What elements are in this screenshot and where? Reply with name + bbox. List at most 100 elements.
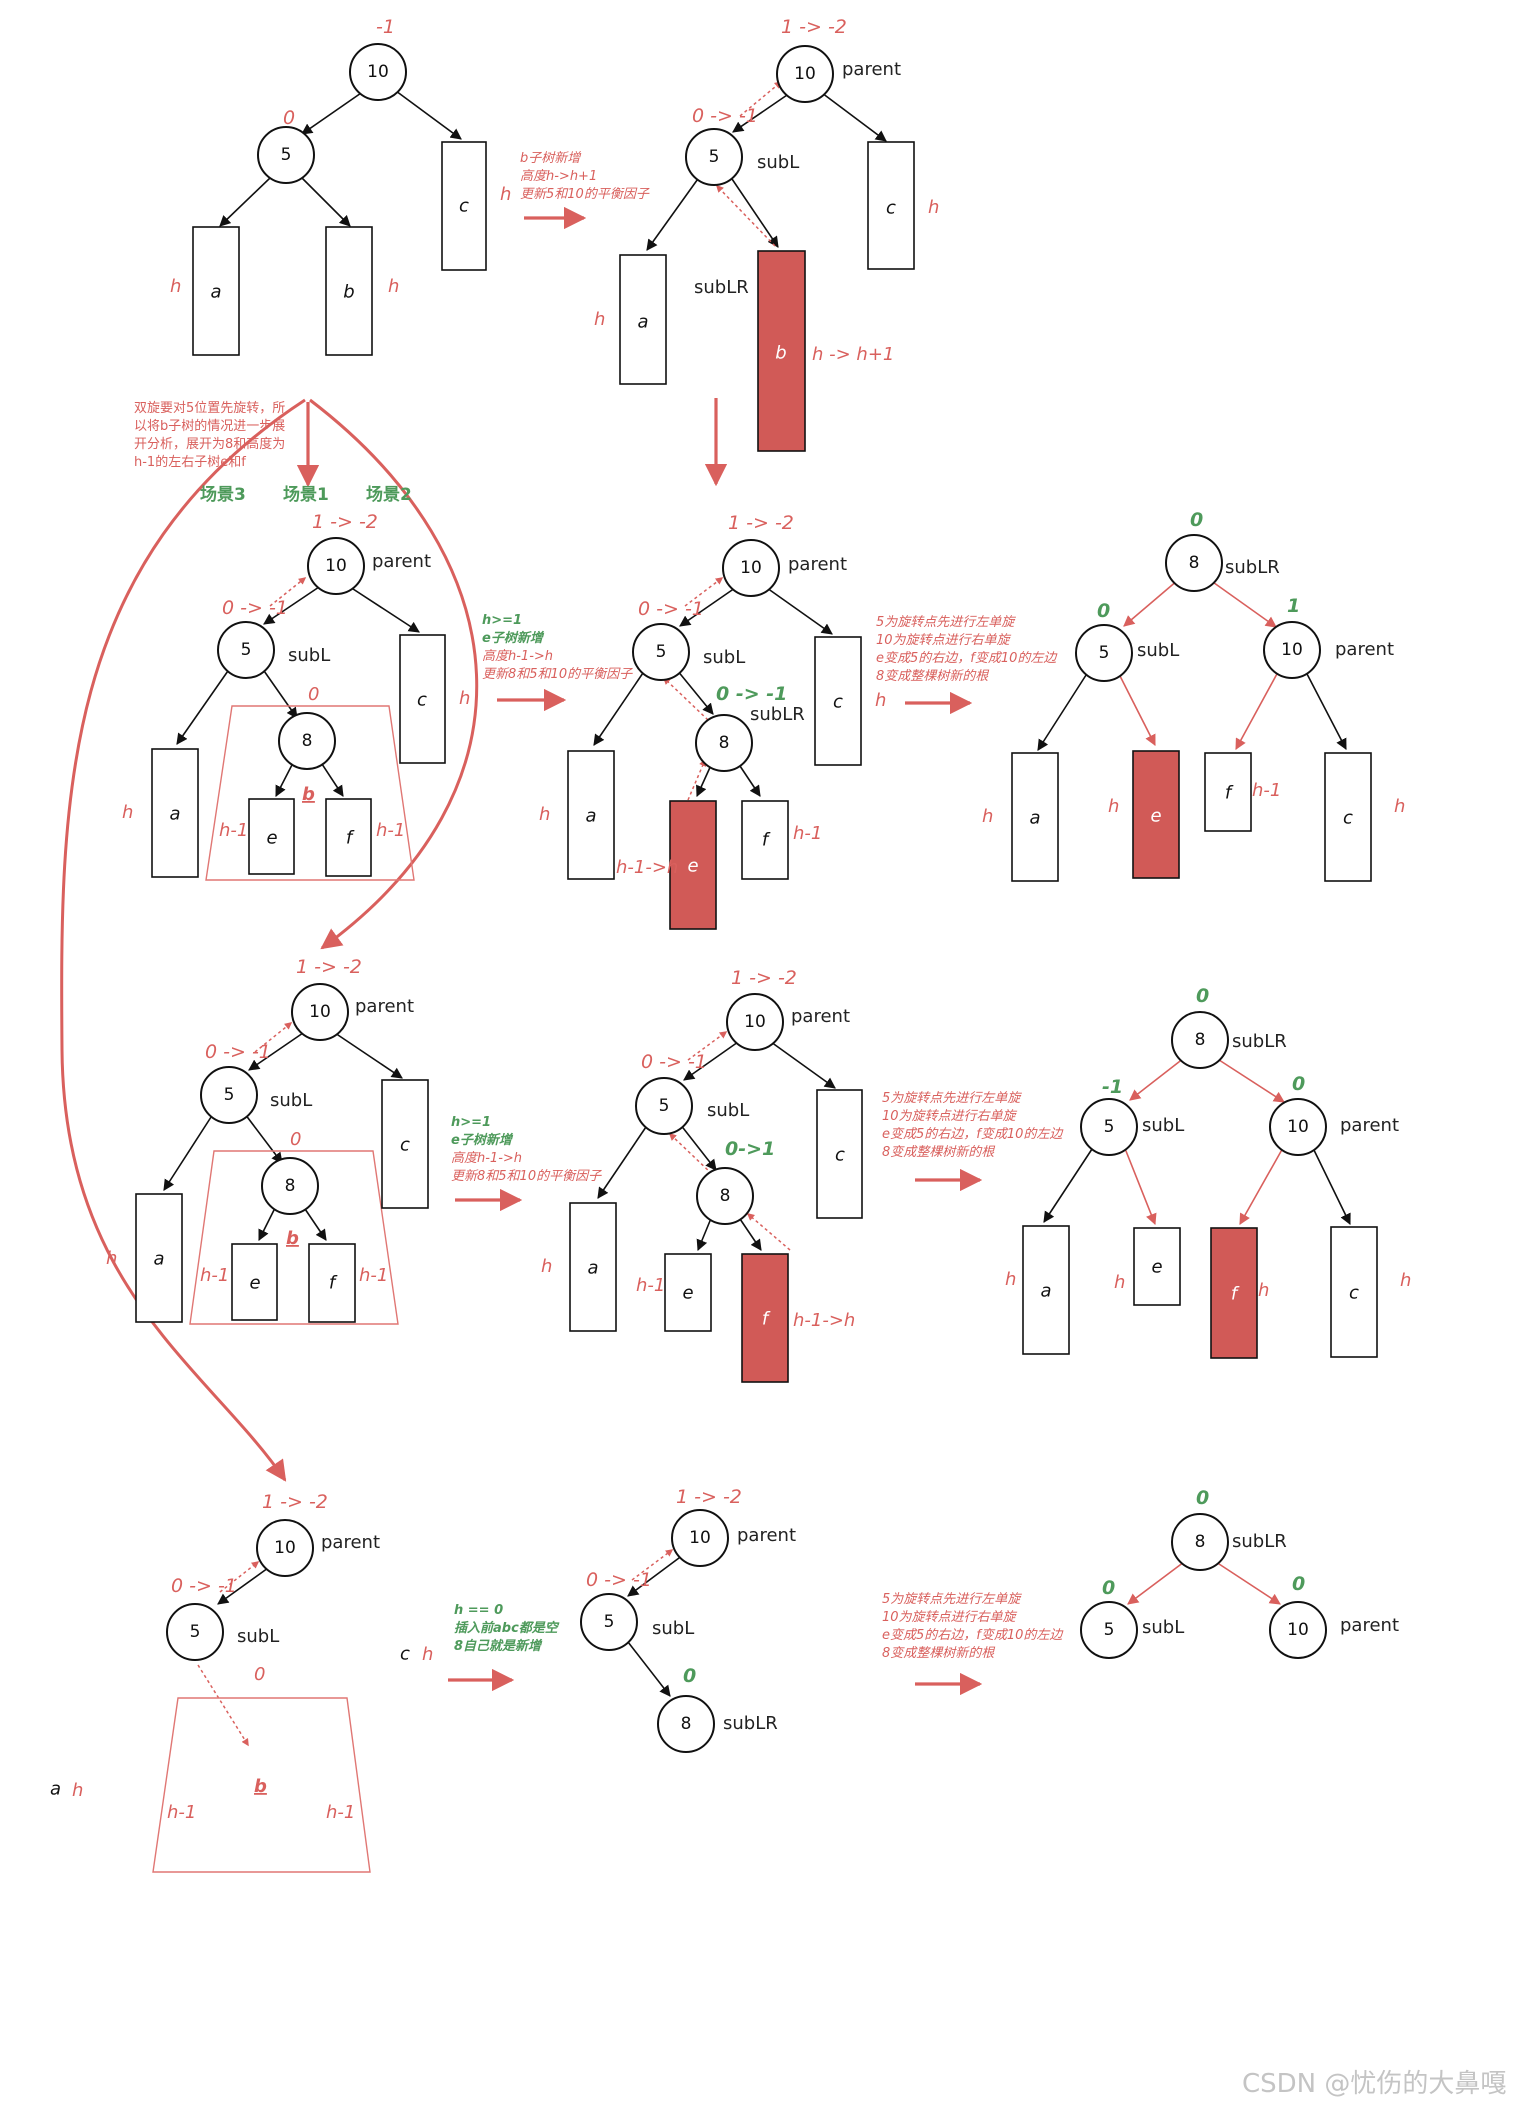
subtree-a <box>619 254 667 385</box>
balance-factor-5: 0 <box>1097 600 1110 622</box>
balance-factor-5: 0 -> -1 <box>692 105 758 127</box>
scene3-mid: 10 5 8 parent subL subLR 1 -> -2 0 -> -1… <box>580 1486 796 1753</box>
height-c: h <box>422 1644 433 1665</box>
node-8-label: 8 <box>719 733 730 753</box>
balance-factor-10: 1 -> -2 <box>676 1486 742 1508</box>
balance-factor-5: 0 -> -1 <box>205 1041 271 1063</box>
height-a: h <box>594 309 605 330</box>
subtree-c-label: c <box>835 1145 845 1166</box>
edge <box>301 177 351 227</box>
scene1-result: 8 5 10 a e f c subLR subL parent 0 0 1 h… <box>982 509 1405 882</box>
edge <box>766 587 833 635</box>
node-5 <box>166 1603 224 1661</box>
update-path <box>662 676 709 721</box>
node-10-label: 10 <box>1287 1117 1309 1137</box>
node-5-label: 5 <box>281 145 292 165</box>
height-c: h <box>500 184 511 205</box>
watermark: CSDN @忧伤的大鼻嘎 <box>1242 2069 1506 2099</box>
scene1-transition: h>=1 e子树新增 高度h-1->h 更新8和5和10的平衡因子 <box>482 613 633 712</box>
note-line: 8变成整棵树新的根 <box>876 668 989 684</box>
height-b: h <box>388 276 399 297</box>
subtree-f-label: f <box>346 828 355 849</box>
height-f: h <box>1258 1280 1269 1301</box>
subtree-b-expanded <box>205 705 415 881</box>
label-subL: subL <box>270 1090 312 1111</box>
note-line: 高度h-1->h <box>482 649 553 664</box>
label-parent: parent <box>788 554 847 575</box>
note-line: 更新8和5和10的平衡因子 <box>482 667 633 682</box>
height-c: h <box>875 690 886 711</box>
note-line: h-1的左右子树e和f <box>134 454 246 470</box>
height-c: h <box>1400 1270 1411 1291</box>
subtree-c-label: c <box>459 196 469 217</box>
note-line: 10为旋转点进行右单旋 <box>882 1109 1018 1124</box>
node-10-label: 10 <box>744 1012 766 1032</box>
letter-a: a <box>50 1779 61 1800</box>
balance-factor-8: 0 <box>1196 985 1209 1007</box>
height-e: h-1 <box>200 1265 229 1286</box>
note-line: 更新5和10的平衡因子 <box>520 187 650 202</box>
subtree-c <box>399 634 446 764</box>
subtree-a-label: a <box>169 804 180 825</box>
label-subLR: subLR <box>1225 557 1280 578</box>
letter-b: b <box>302 784 315 805</box>
subtree-e-label: e <box>1150 806 1161 827</box>
note-line: h>=1 <box>482 613 522 628</box>
label-parent: parent <box>791 1006 850 1027</box>
node-10 <box>722 539 780 597</box>
subtree-a <box>1011 752 1059 882</box>
node-8-root <box>1165 534 1223 592</box>
note-line: 8自己就是新增 <box>454 1638 543 1654</box>
subtree-e <box>1133 1227 1181 1306</box>
height-f: h-1 <box>793 823 822 844</box>
edge <box>1239 1145 1285 1225</box>
note-line: 8变成整棵树新的根 <box>882 1144 995 1160</box>
subtree-e-label: e <box>682 1283 693 1304</box>
update-path <box>219 1561 260 1593</box>
node-5-label: 5 <box>241 640 252 660</box>
node-8-label: 8 <box>302 731 313 751</box>
edge <box>593 669 646 746</box>
balance-factor-5: 0 -> -1 <box>171 1575 237 1597</box>
edge <box>302 1205 327 1241</box>
height-a: h <box>72 1780 83 1801</box>
node-10-label: 10 <box>740 558 762 578</box>
node-8 <box>695 714 753 772</box>
height-b: h -> h+1 <box>812 344 894 365</box>
row1-transition: b子树新增 高度h->h+1 更新5和10的平衡因子 <box>520 151 650 230</box>
height-right: h-1 <box>326 1802 355 1823</box>
label-subLR: subLR <box>750 704 805 725</box>
edge <box>696 762 713 798</box>
balance-factor-5: 0 -> -1 <box>641 1051 707 1073</box>
node-5 <box>257 126 315 184</box>
edge <box>1117 671 1156 746</box>
note-line: 双旋要对5位置先旋转，所 <box>134 401 285 416</box>
balance-factor-10: 1 -> -2 <box>731 967 797 989</box>
scene-label: 场景1 <box>283 485 329 505</box>
note-line: b子树新增 <box>520 151 582 166</box>
analysis: 双旋要对5位置先旋转，所 以将b子树的情况进一步展 开分析，展开为8和高度为 h… <box>60 398 479 1482</box>
subtree-c-label: c <box>1349 1283 1359 1304</box>
subtree-c <box>441 141 487 271</box>
subtree-e-label: e <box>1151 1257 1162 1278</box>
scene3-result: 8 5 10 subLR subL parent 0 0 0 <box>1080 1487 1399 1659</box>
scene2-rotation-transition: 5为旋转点先进行左单旋 10为旋转点进行右单旋 e变成5的右边，f变成10的左边… <box>882 1091 1064 1192</box>
height-e: h-1 <box>636 1275 665 1296</box>
label-parent: parent <box>321 1532 380 1553</box>
edge <box>679 587 736 627</box>
height-c: h <box>459 688 470 709</box>
subtree-a <box>567 750 615 880</box>
label-subL: subL <box>652 1618 694 1639</box>
note-line: 10为旋转点进行右单旋 <box>882 1610 1018 1625</box>
balance-factor-8: 0 <box>290 1129 301 1150</box>
subtree-a-label: a <box>585 806 596 827</box>
subtree-f-label: f <box>762 830 771 851</box>
edge <box>729 175 779 248</box>
node-5-label: 5 <box>224 1085 235 1105</box>
note-line: 5为旋转点先进行左单旋 <box>876 615 1016 630</box>
node-5 <box>635 1077 693 1135</box>
node-10-label: 10 <box>794 64 816 84</box>
subtree-a-label: a <box>1029 808 1040 829</box>
scene1-rotation-transition: 5为旋转点先进行左单旋 10为旋转点进行右单旋 e变成5的右边，f变成10的左边… <box>876 615 1058 715</box>
note-line: 以将b子树的情况进一步展 <box>134 418 285 434</box>
